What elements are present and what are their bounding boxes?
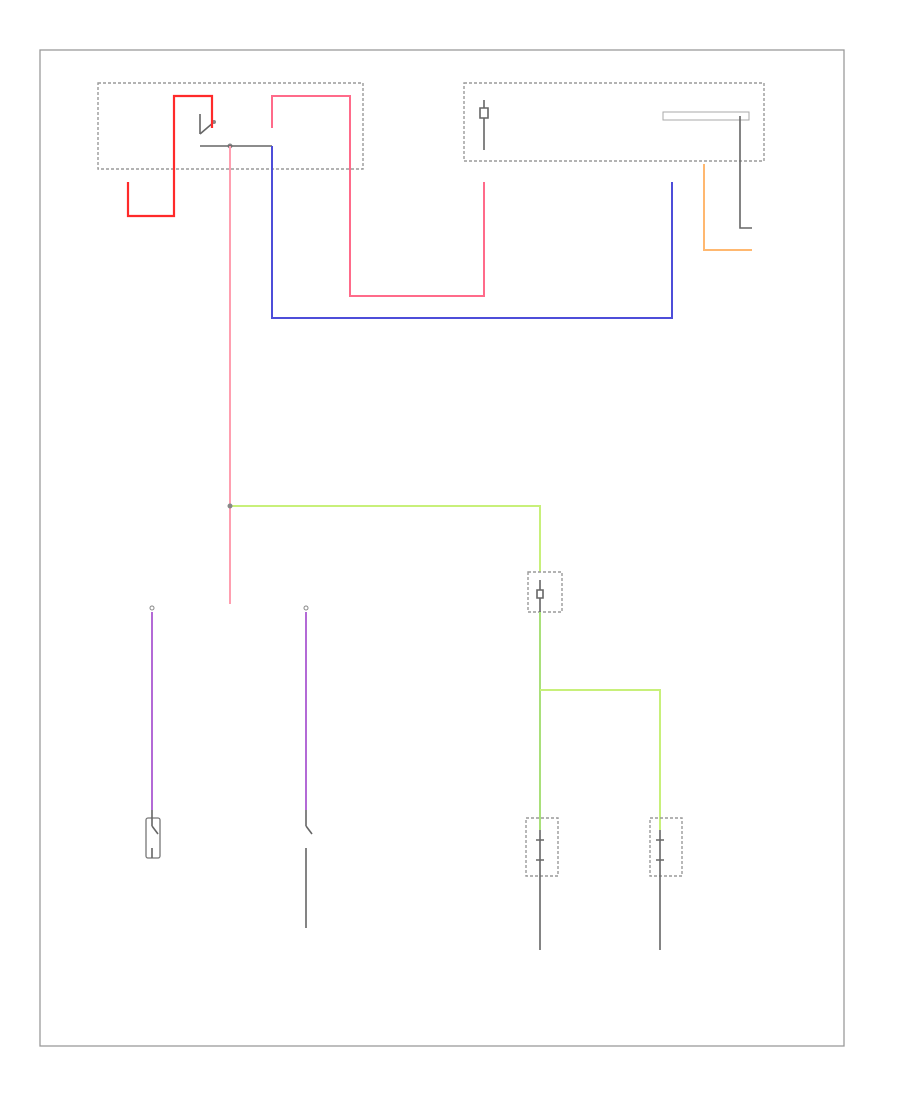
top-left-module-box bbox=[97, 82, 364, 170]
top-right-module-box bbox=[463, 82, 765, 162]
wire-blue bbox=[271, 146, 673, 319]
top-left-module bbox=[97, 82, 364, 170]
fuse-icon bbox=[479, 100, 489, 150]
splice-dot bbox=[227, 503, 233, 509]
module-switch-icon bbox=[199, 114, 272, 149]
left-switch-1 bbox=[145, 605, 161, 859]
wire-green bbox=[230, 505, 541, 572]
right-component-1 bbox=[525, 817, 559, 950]
wire-pink-loop bbox=[271, 95, 485, 297]
top-right-module bbox=[463, 82, 765, 162]
mid-module-box bbox=[527, 571, 563, 613]
wire-orange bbox=[703, 164, 752, 251]
right-component-2 bbox=[649, 817, 683, 950]
wire-light-green-branch bbox=[540, 689, 661, 830]
left-switch-2 bbox=[303, 605, 313, 928]
wire-dark-right bbox=[739, 116, 752, 229]
wire-red bbox=[126, 94, 214, 218]
diagram-frame bbox=[39, 49, 845, 1047]
mid-module bbox=[527, 571, 563, 613]
